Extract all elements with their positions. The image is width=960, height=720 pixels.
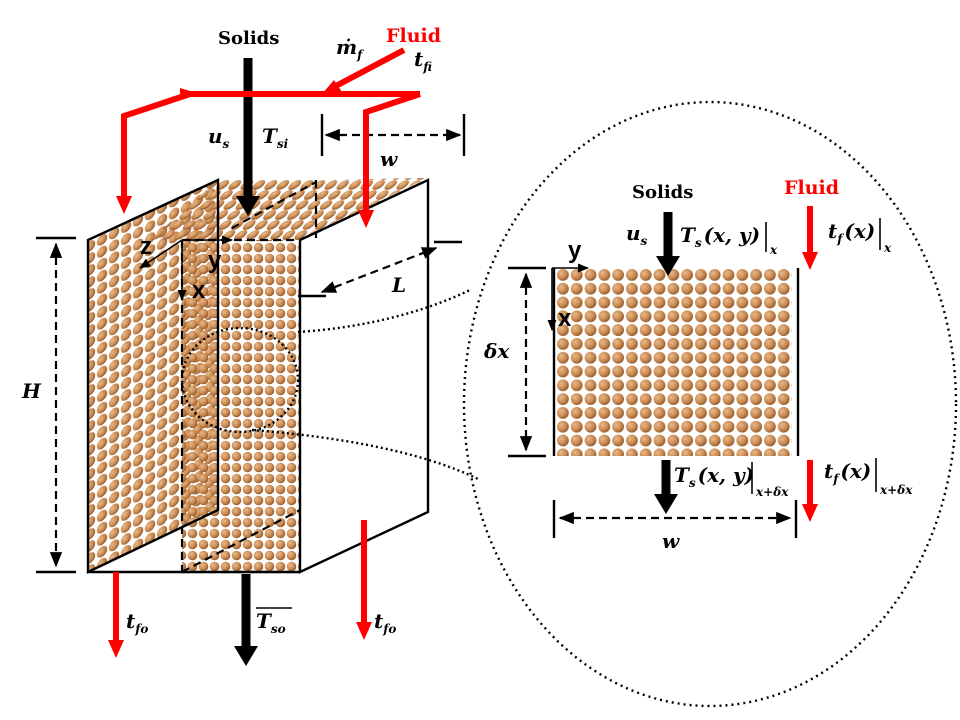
tso-label: Tso: [256, 609, 286, 636]
zoom-ts-top-label: Ts(x, y): [680, 223, 760, 250]
tfi-sub: fi: [422, 60, 432, 74]
us-label: us: [208, 124, 230, 151]
zoom-ts-top-args: (x, y): [704, 223, 760, 247]
mdot-main: ṁ: [336, 35, 357, 59]
zoom-tf-bot-eval: x+δx: [879, 483, 913, 497]
dx-label: δx: [483, 339, 510, 363]
zoom-solids-label: Solids: [632, 182, 693, 203]
us-main: u: [208, 124, 223, 148]
zoom-ts-bot-args: (x, y): [698, 463, 754, 487]
zoom-tf-top-label: tf(x): [828, 219, 875, 246]
solids-inlet: Solids us Tsi: [208, 28, 289, 216]
bed-center-face: [182, 240, 300, 572]
zoom-ts-bot-sub: s: [689, 476, 696, 490]
h-label: H: [21, 379, 42, 403]
fluid-outlet-left: tfo: [108, 572, 148, 658]
zoom-tf-top-sub: f: [836, 232, 844, 246]
fluid-outlet-right: tfo: [356, 520, 396, 640]
mdot-sub: f: [356, 48, 364, 62]
mdot-label: ṁf: [336, 35, 364, 62]
tfo-right-main: t: [374, 609, 384, 633]
packed-bed-3d: [86, 178, 430, 574]
zoom-tf-bot-sub: f: [832, 472, 840, 486]
fluid-label: Fluid: [386, 25, 441, 47]
zoom-us-label: us: [626, 221, 648, 248]
zoom-ts-bot-label: Ts(x, y): [674, 463, 754, 490]
zoom-tf-bot-main: t: [824, 459, 834, 483]
zoom-tf-top-main: t: [828, 219, 838, 243]
axis-z-label: z: [140, 233, 152, 260]
zoom-connector-top: [297, 288, 471, 334]
us-sub: s: [223, 137, 230, 151]
zoom-ts-bot-eval: x+δx: [755, 485, 789, 499]
solids-outlet: Tso: [234, 574, 292, 666]
tsi-main: T: [262, 124, 279, 148]
w-top-label: w: [380, 147, 398, 171]
zoom-tf-top-args: (x): [844, 219, 875, 243]
right-wall-plate: [298, 178, 430, 574]
zoom-us-sub: s: [641, 234, 648, 248]
axes-3d: z y x: [139, 233, 234, 304]
zoom-us-main: u: [626, 221, 641, 245]
zoom-axis-y-label: y: [568, 237, 582, 264]
dimension-h: H: [21, 236, 76, 574]
zoom-circle: [462, 100, 958, 708]
zoom-particle-block: [556, 268, 792, 456]
axis-x-label: x: [192, 277, 206, 304]
zoom-ts-top-sub: s: [695, 236, 702, 250]
tsi-sub: si: [277, 137, 289, 151]
zoom-ts-top-main: T: [680, 223, 697, 247]
dimension-l: L: [298, 240, 462, 298]
zoom-region-small: [180, 326, 300, 434]
tfo-right-sub: fo: [382, 622, 396, 636]
zoom-fluid-label: Fluid: [784, 177, 839, 199]
zoom-view: y x δx w Solids us Ts(x, y) x Fluid tf(x…: [462, 100, 958, 708]
zoom-connector-bottom: [251, 428, 481, 482]
zoom-tf-bot-args: (x): [840, 459, 871, 483]
fluid-inlet: Fluid: [116, 25, 441, 228]
solids-label: Solids: [218, 28, 279, 49]
tfo-left-main: t: [126, 609, 136, 633]
dimension-w-top: w: [320, 114, 466, 171]
tfo-left-label: tfo: [126, 609, 148, 636]
zoom-ts-top-eval: x: [769, 243, 778, 257]
left-wall: [86, 178, 220, 574]
zoom-axis-x-label: x: [558, 305, 572, 332]
zoom-w-label: w: [662, 529, 680, 553]
zoom-tf-top-eval: x: [883, 241, 892, 255]
zoom-tf-bot-label: tf(x): [824, 459, 871, 486]
tso-main: T: [256, 609, 273, 633]
l-label: L: [391, 273, 406, 297]
tfi-label: tfi: [414, 47, 432, 74]
tsi-label: Tsi: [262, 124, 289, 151]
tfo-left-sub: fo: [134, 622, 148, 636]
tfi-main: t: [414, 47, 424, 71]
tfo-right-label: tfo: [374, 609, 396, 636]
tso-sub: so: [271, 622, 286, 636]
axis-y-label: y: [208, 247, 222, 274]
zoom-ts-bot-main: T: [674, 463, 691, 487]
